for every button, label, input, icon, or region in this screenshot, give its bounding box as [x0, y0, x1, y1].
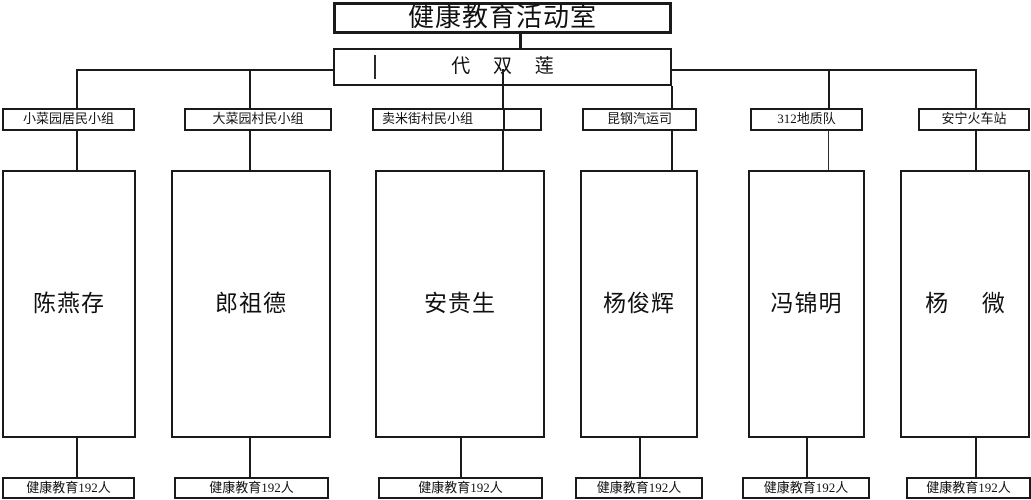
bus-line-right: [671, 69, 976, 71]
footer-box-2: 健康教育192人: [174, 477, 329, 499]
connector-person-6-to-footer-6: [975, 438, 977, 477]
unit-box-3-label: 卖米街村民小组: [382, 111, 474, 126]
connector-unit-1-to-person-1: [76, 131, 78, 171]
person-box-1-name: 陈燕存: [33, 291, 105, 317]
title-box-label: 健康教育活动室: [407, 2, 597, 32]
connector-unit-3-to-person-3: [502, 131, 504, 171]
footer-box-4: 健康教育192人: [575, 477, 703, 499]
connector-title-to-leader: [519, 34, 522, 48]
connector-unit-2-to-person-2: [249, 131, 251, 171]
footer-box-2-label: 健康教育192人: [209, 479, 294, 495]
drop-bus-to-unit-3: [502, 69, 504, 109]
person-box-5: 冯锦明: [748, 170, 865, 438]
leader-box-tick-mark: [374, 55, 376, 79]
unit-box-4: 昆钢汽运司: [582, 108, 697, 131]
person-box-6-name: 杨 微: [925, 291, 1019, 317]
drop-bus-to-unit-2: [249, 69, 251, 109]
connector-person-4-to-footer-4: [639, 438, 641, 477]
drop-bus-to-unit-1: [76, 69, 78, 109]
footer-box-1: 健康教育192人: [2, 477, 135, 499]
person-box-2-name: 郎祖德: [215, 291, 287, 317]
person-box-4-name: 杨俊辉: [603, 291, 675, 317]
unit-box-2: 大菜园村民小组: [184, 108, 332, 131]
person-box-3-name: 安贵生: [424, 291, 496, 317]
drop-bus-to-unit-5: [828, 69, 830, 109]
person-box-2: 郎祖德: [171, 170, 331, 438]
bus-line-left: [76, 69, 334, 71]
connector-person-3-to-footer-3: [460, 438, 462, 477]
footer-box-6: 健康教育192人: [906, 477, 1031, 499]
person-box-1: 陈燕存: [2, 170, 136, 438]
footer-box-6-label: 健康教育192人: [926, 479, 1011, 495]
unit-box-3-divider: [503, 109, 505, 130]
connector-person-5-to-footer-5: [806, 438, 808, 477]
person-box-4: 杨俊辉: [580, 170, 698, 438]
footer-box-5: 健康教育192人: [742, 477, 870, 499]
person-box-6: 杨 微: [900, 170, 1030, 438]
unit-box-2-label: 大菜园村民小组: [212, 111, 304, 127]
unit-box-5: 312地质队: [750, 108, 863, 131]
unit-box-4-label: 昆钢汽运司: [606, 111, 672, 127]
footer-box-4-label: 健康教育192人: [596, 479, 682, 495]
person-box-3: 安贵生: [375, 170, 545, 438]
connector-person-1-to-footer-1: [76, 438, 78, 477]
connector-unit-6-to-person-6: [975, 131, 977, 171]
leader-box-label: 代 双 莲: [451, 55, 563, 77]
unit-box-6-label: 安宁火车站: [941, 111, 1007, 127]
unit-box-6: 安宁火车站: [918, 108, 1030, 131]
footer-box-3: 健康教育192人: [378, 477, 543, 499]
connector-person-2-to-footer-2: [249, 438, 251, 477]
unit-box-3: 卖米街村民小组: [372, 108, 542, 131]
footer-box-3-label: 健康教育192人: [418, 479, 503, 495]
unit-box-1-label: 小菜园居民小组: [22, 111, 114, 127]
person-box-5-name: 冯锦明: [770, 291, 843, 317]
connector-unit-5-to-person-5: [828, 131, 829, 171]
connector-unit-4-to-person-4: [671, 131, 673, 171]
drop-bus-to-unit-6: [975, 69, 977, 109]
title-box: 健康教育活动室: [333, 2, 672, 34]
footer-box-5-label: 健康教育192人: [763, 479, 849, 495]
footer-box-1-label: 健康教育192人: [26, 479, 111, 495]
drop-bus-to-unit-4: [671, 86, 673, 109]
unit-box-5-label: 312地质队: [777, 111, 836, 127]
unit-box-1: 小菜园居民小组: [2, 108, 135, 131]
